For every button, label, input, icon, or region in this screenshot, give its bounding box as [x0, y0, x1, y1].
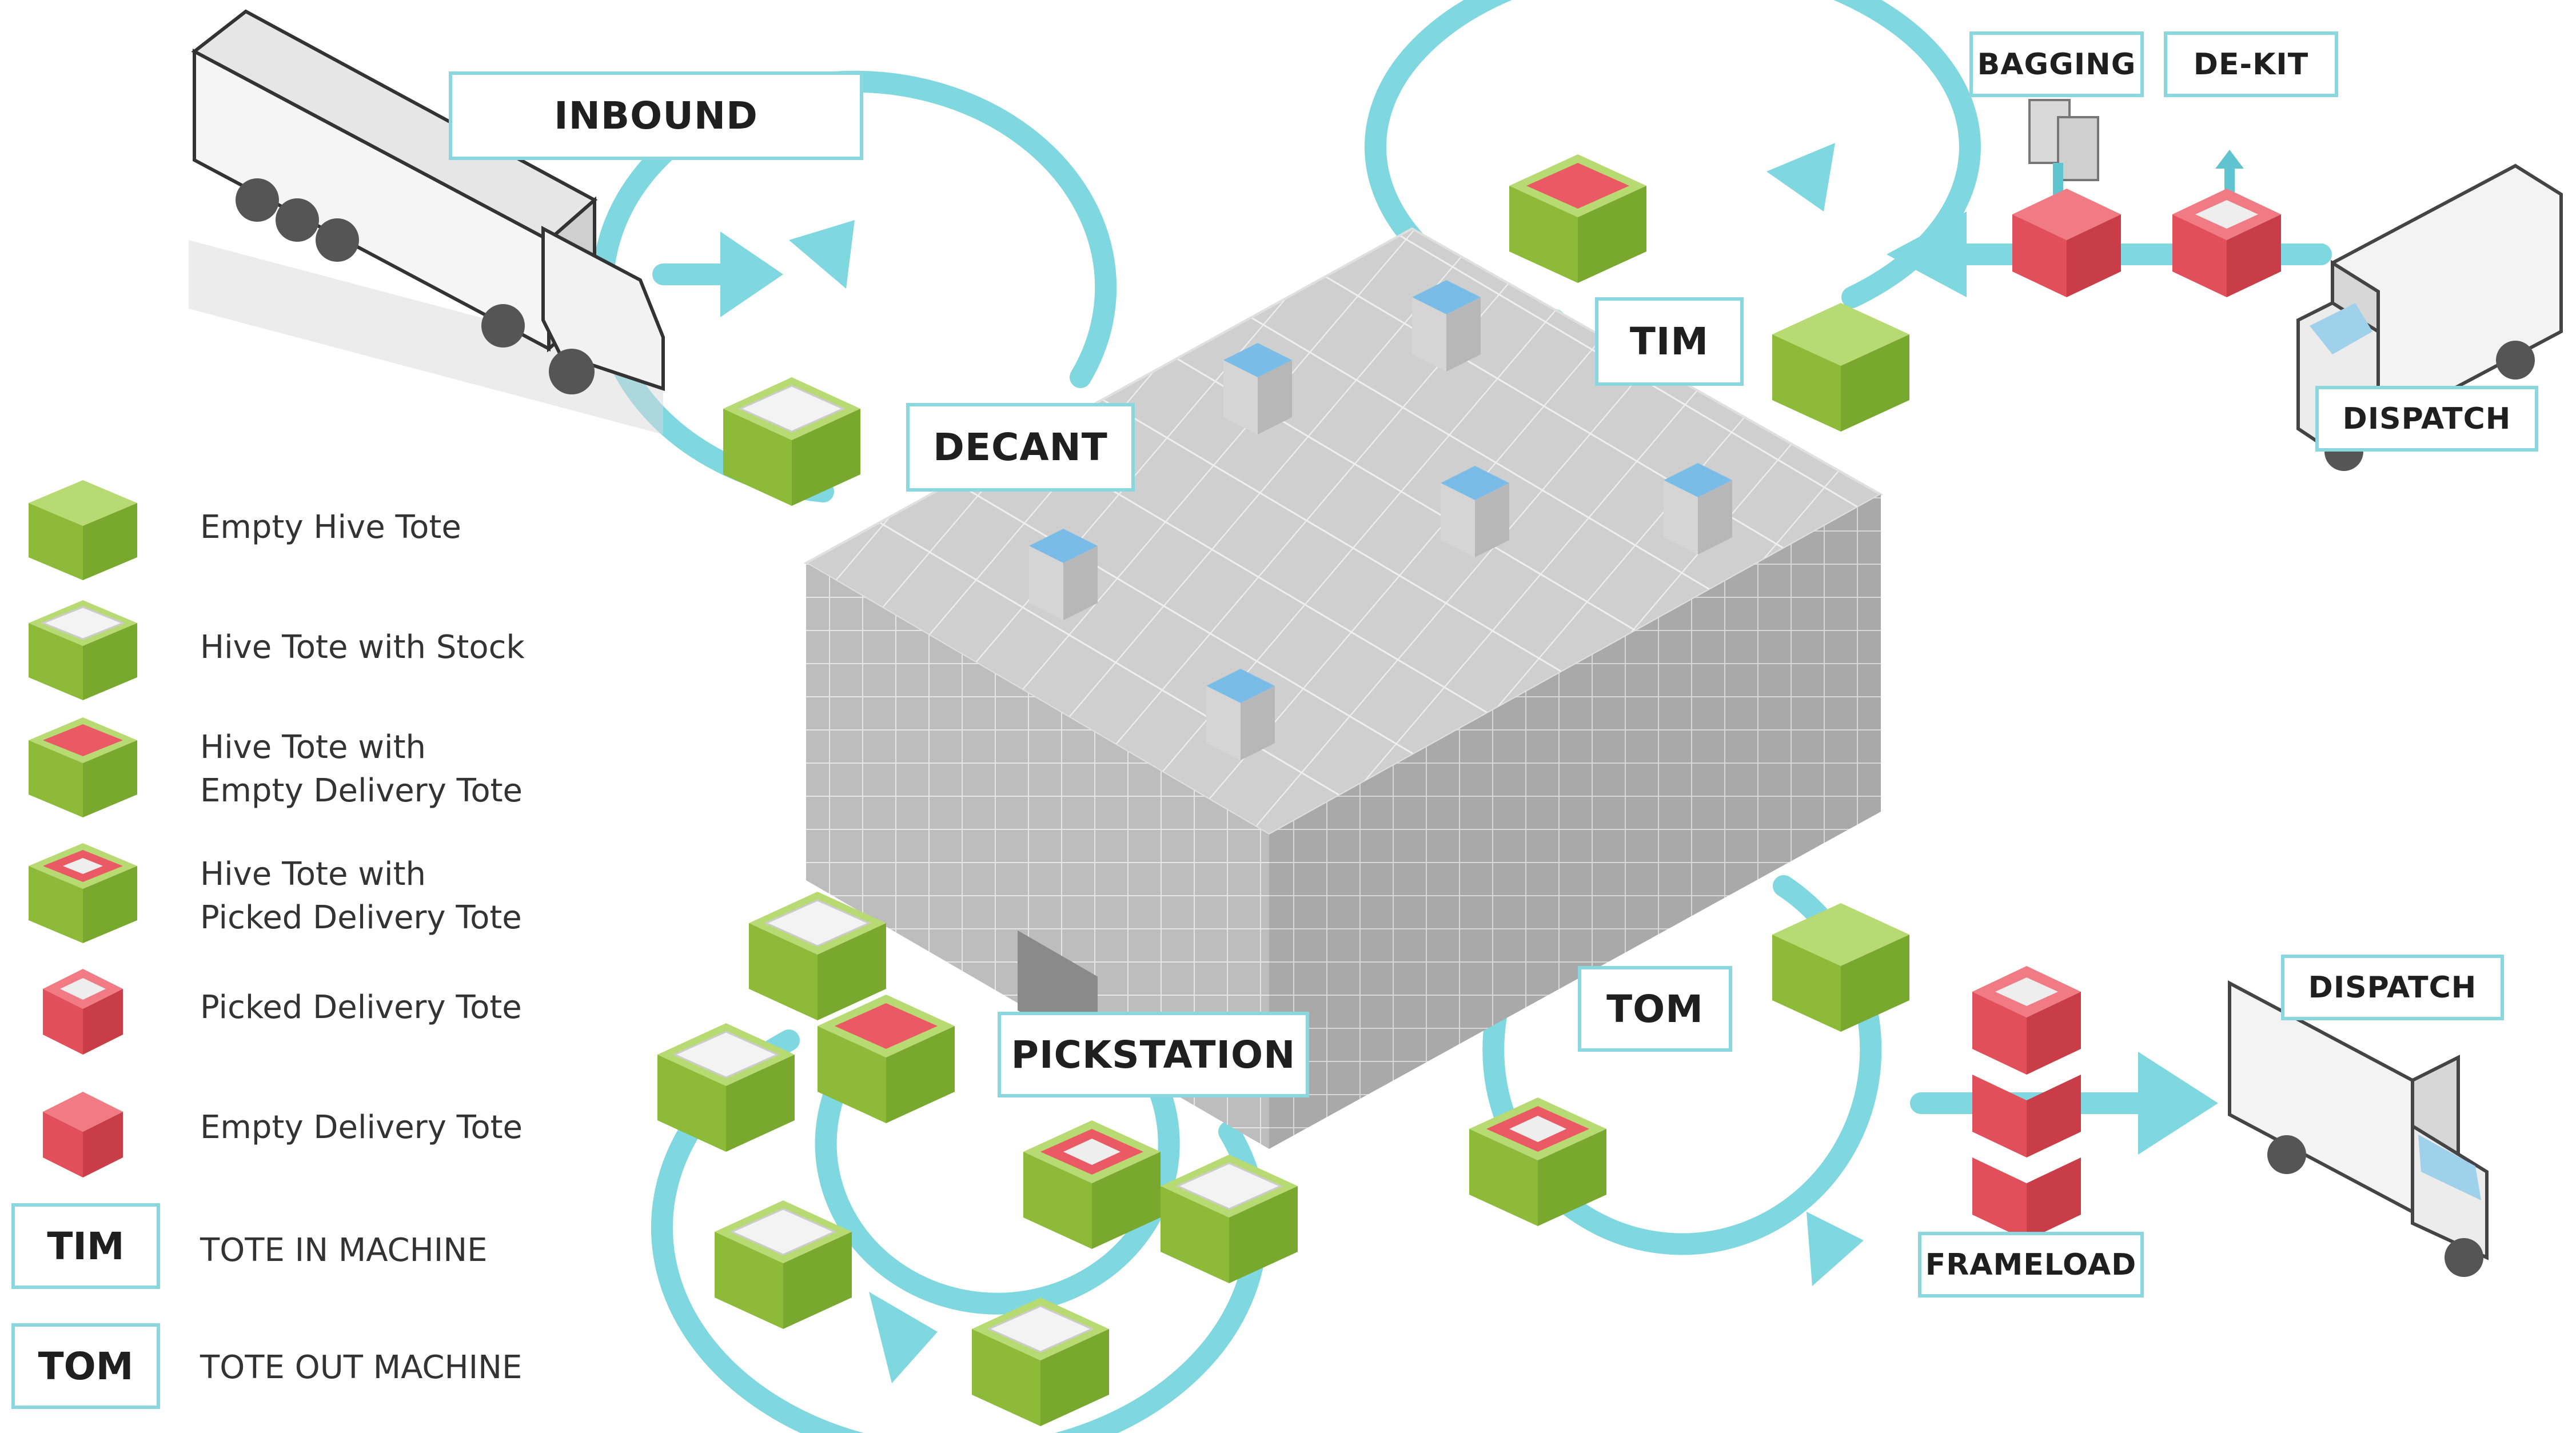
- empty-hive-tote-icon: [1772, 303, 1909, 432]
- hive-tote-with-stock-icon: [972, 1298, 1109, 1426]
- robot-icon: [1029, 529, 1098, 620]
- tim-label-text: TIM: [1629, 320, 1709, 364]
- legend-hive-tote-with-stock-text: Hive Tote with Stock: [200, 629, 525, 666]
- inbound-label-text: INBOUND: [554, 94, 758, 138]
- legend-hive-tote-with-empty-delivery-label: Hive Tote with Empty Delivery Tote: [200, 726, 523, 813]
- hive-tote-with-empty-delivery-tote-icon: [818, 995, 955, 1123]
- grid-robots: [1029, 280, 1732, 760]
- frameload-stack-icon: [1972, 966, 2081, 1240]
- legend-tom-desc-text: TOTE OUT MACHINE: [200, 1349, 523, 1386]
- hive-tote-with-stock-icon: [657, 1023, 795, 1152]
- legend-tom-key-text: TOM: [38, 1344, 134, 1388]
- bagging-bags-icon: [2028, 99, 2099, 217]
- legend-picked-delivery-tote-text: Picked Delivery Tote: [200, 989, 522, 1026]
- frameload-arrow-head: [2138, 1052, 2218, 1155]
- legend-empty-delivery-tote-label: Empty Delivery Tote: [200, 1106, 523, 1149]
- pickstation-label-text: PICKSTATION: [1011, 1032, 1296, 1077]
- legend-picked-delivery-tote-icon: [43, 969, 123, 1055]
- empty-delivery-tote-icon: [2012, 189, 2121, 297]
- legend-tim-desc-text: TOTE IN MACHINE: [200, 1232, 488, 1269]
- hive-tote-with-stock-icon: [715, 1200, 852, 1329]
- decant-loop-head: [789, 220, 855, 289]
- legend-empty-hive-tote-label: Empty Hive Tote: [200, 506, 461, 549]
- tim-loop-head: [1766, 143, 1835, 211]
- dispatch-top-label: DISPATCH: [2315, 386, 2538, 452]
- hive-tote-with-empty-delivery-tote-icon: [1509, 154, 1646, 283]
- legend-hive-tote-with-picked-delivery-line-2: Picked Delivery Tote: [200, 899, 522, 936]
- legend-icons: [29, 480, 137, 1177]
- legend-hive-tote-with-picked-delivery-label: Hive Tote with Picked Delivery Tote: [200, 853, 522, 940]
- pickstation-inner-loop: [815, 1007, 1180, 1315]
- legend-hive-tote-with-empty-delivery-tote-icon: [29, 717, 137, 817]
- decant-label: DECANT: [906, 403, 1135, 492]
- legend-empty-hive-tote-icon: [29, 480, 137, 580]
- legend-tom-key: TOM: [11, 1323, 160, 1409]
- grid-right-face: [1269, 494, 1881, 1149]
- robot-icon: [1664, 463, 1732, 554]
- robot-icon: [1223, 343, 1292, 434]
- bagging-label: BAGGING: [1969, 31, 2144, 97]
- tom-label: TOM: [1578, 966, 1732, 1052]
- legend-hive-tote-with-empty-delivery-line-1: Hive Tote with: [200, 729, 426, 766]
- pickstation-loop-head: [869, 1292, 938, 1383]
- dispatch-bottom-label-text: DISPATCH: [2308, 970, 2477, 1005]
- legend-hive-tote-with-stock-icon: [29, 600, 137, 700]
- dekit-label: DE-KIT: [2164, 31, 2338, 97]
- pickstation-label: PICKSTATION: [998, 1012, 1309, 1097]
- dekit-label-text: DE-KIT: [2193, 47, 2309, 82]
- robot-icon: [1206, 669, 1275, 760]
- legend-tim-key: TIM: [11, 1203, 160, 1289]
- legend-hive-tote-with-stock-label: Hive Tote with Stock: [200, 626, 525, 669]
- hive-tote-with-stock-icon: [723, 377, 860, 506]
- tim-label: TIM: [1595, 297, 1744, 386]
- grid-left-face: [806, 563, 1269, 1149]
- pickstation-outer-loop: [651, 1029, 1267, 1433]
- legend-empty-hive-tote-text: Empty Hive Tote: [200, 509, 461, 546]
- empty-hive-tote-icon: [1772, 903, 1909, 1032]
- dispatch-top-label-text: DISPATCH: [2342, 401, 2511, 436]
- scene-totes: [657, 154, 2281, 1426]
- tim-loop: [1364, 0, 1981, 331]
- bagging-label-text: BAGGING: [1977, 47, 2136, 82]
- hive-tote-with-stock-icon: [749, 892, 886, 1020]
- hive-tote-with-stock-icon: [1161, 1155, 1298, 1283]
- inbound-arrow-head: [720, 231, 783, 317]
- dispatch-van-bottom-icon: [2228, 980, 2489, 1277]
- decant-label-text: DECANT: [933, 425, 1108, 469]
- inbound-label: INBOUND: [449, 71, 863, 160]
- legend-hive-tote-with-picked-delivery-line-1: Hive Tote with: [200, 856, 426, 893]
- picked-delivery-tote-icon: [2172, 189, 2281, 297]
- legend-hive-tote-with-picked-delivery-tote-icon: [29, 843, 137, 943]
- robot-icon: [1412, 280, 1481, 372]
- robot-icon: [1441, 466, 1509, 557]
- frameload-label-text: FRAMELOAD: [1925, 1247, 2137, 1282]
- legend-picked-delivery-tote-label: Picked Delivery Tote: [200, 986, 522, 1029]
- hive-tote-with-picked-delivery-tote-icon: [1469, 1097, 1606, 1226]
- hive-tote-with-picked-delivery-tote-icon: [1023, 1120, 1161, 1249]
- legend-tom-desc-label: TOTE OUT MACHINE: [200, 1346, 522, 1390]
- flow-arrows: [592, 0, 2332, 1433]
- legend-empty-delivery-tote-icon: [43, 1092, 123, 1177]
- legend-tim-desc-label: TOTE IN MACHINE: [200, 1229, 488, 1272]
- dispatch-bottom-label: DISPATCH: [2281, 955, 2504, 1020]
- tom-loop-head: [1807, 1212, 1864, 1286]
- legend-empty-delivery-tote-text: Empty Delivery Tote: [200, 1109, 523, 1146]
- inbound-truck-icon: [189, 9, 665, 434]
- legend-hive-tote-with-empty-delivery-line-2: Empty Delivery Tote: [200, 772, 523, 809]
- bagging-flow-head: [1887, 211, 1967, 297]
- legend-tim-key-text: TIM: [47, 1224, 125, 1268]
- tom-label-text: TOM: [1606, 987, 1704, 1031]
- frameload-label: FRAMELOAD: [1918, 1232, 2144, 1298]
